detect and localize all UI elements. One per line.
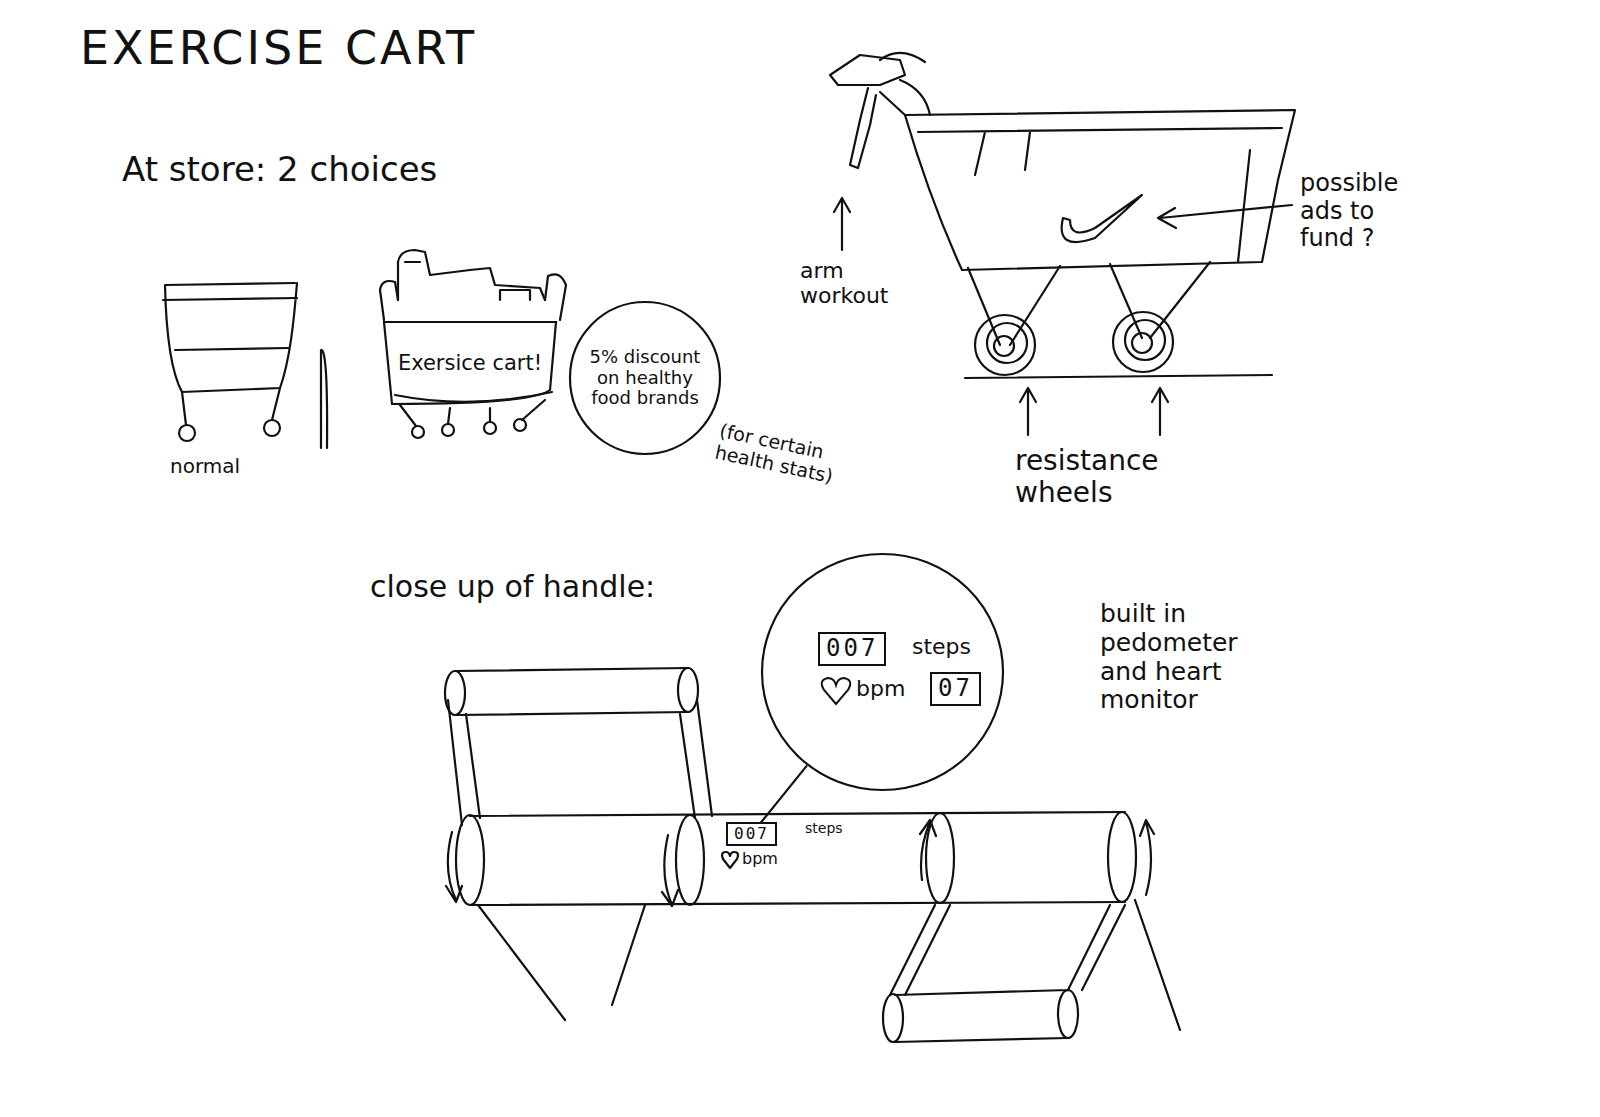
leader-connector <box>761 766 806 822</box>
arrow <box>834 198 850 250</box>
handle-ring <box>1108 812 1136 902</box>
cart-wheel <box>179 425 195 441</box>
handle-ring <box>676 815 704 905</box>
heart-icon <box>722 852 738 868</box>
heart-icon <box>822 678 851 704</box>
discount-circle-shape <box>570 302 720 454</box>
node-text: bpm <box>856 676 905 701</box>
node-text: 007 <box>734 825 769 843</box>
cart-rim <box>380 274 566 320</box>
annotation: resistance wheels <box>1015 445 1185 509</box>
title: EXERCISE CART <box>80 22 477 75</box>
node-text: Exersice cart! <box>395 351 545 375</box>
cart-leg <box>968 262 1210 345</box>
arrow <box>1158 205 1292 228</box>
annotation: At store: 2 choices <box>122 150 437 189</box>
handle-leg <box>478 900 1180 1030</box>
display-bubble: steps bpm 007 07 <box>760 552 1005 792</box>
cart-wheel <box>514 419 526 431</box>
annotation: bpm <box>742 850 778 868</box>
node-text: 07 <box>938 675 973 703</box>
swoosh-logo <box>1062 195 1142 242</box>
cart-basket <box>905 110 1295 270</box>
cart-wheel <box>264 420 280 436</box>
annotation: arm workout <box>800 258 910 309</box>
resistance-wheel <box>1113 312 1173 372</box>
annotation: possible ads to fund ? <box>1300 170 1430 253</box>
cart-body: Exersice cart! <box>382 320 558 406</box>
handle-frame <box>883 994 903 1042</box>
node-text: 007 <box>826 635 878 663</box>
annotation: built in pedometer and heart monitor <box>1100 600 1265 715</box>
resistance-wheel <box>975 315 1035 375</box>
digit-display: 007 <box>726 822 777 846</box>
handle-bar <box>470 812 1125 905</box>
annotation: steps <box>805 820 843 836</box>
digit-display: 07 <box>930 672 981 706</box>
annotation: close up of handle: <box>370 570 655 605</box>
handle-frame <box>678 668 698 712</box>
handle-frame <box>445 671 465 715</box>
node-text: 5% discount on healthy food brands <box>587 347 703 409</box>
cart-wheel <box>484 422 496 434</box>
arm-handle <box>830 53 930 168</box>
cart-basket <box>163 283 297 392</box>
handle-frame <box>448 668 712 825</box>
resistance-wheel <box>1132 333 1152 353</box>
arrow <box>1020 388 1168 435</box>
handle-frame <box>1058 990 1078 1038</box>
ground-line <box>965 375 1272 378</box>
resistance-wheel <box>987 323 1027 363</box>
annotation: (for certain health stats) <box>713 420 869 494</box>
discount-circle: 5% discount on healthy food brands <box>568 300 722 456</box>
cart-leg <box>182 388 280 425</box>
cart-wheel <box>442 424 454 436</box>
display-bubble-shape <box>762 554 1003 790</box>
handle-ring <box>926 813 954 903</box>
digit-display: 007 <box>818 632 886 666</box>
divider-pole <box>321 350 327 448</box>
resistance-wheel <box>1125 320 1165 360</box>
cart-wheel <box>412 426 424 438</box>
annotation: normal <box>170 455 240 478</box>
handle-frame <box>890 905 1125 1042</box>
cart-body-shape <box>384 322 556 404</box>
node-text: steps <box>912 634 971 659</box>
rotation-arrow <box>446 820 1154 906</box>
resistance-wheel <box>994 336 1014 356</box>
exercise-machine <box>398 250 545 300</box>
